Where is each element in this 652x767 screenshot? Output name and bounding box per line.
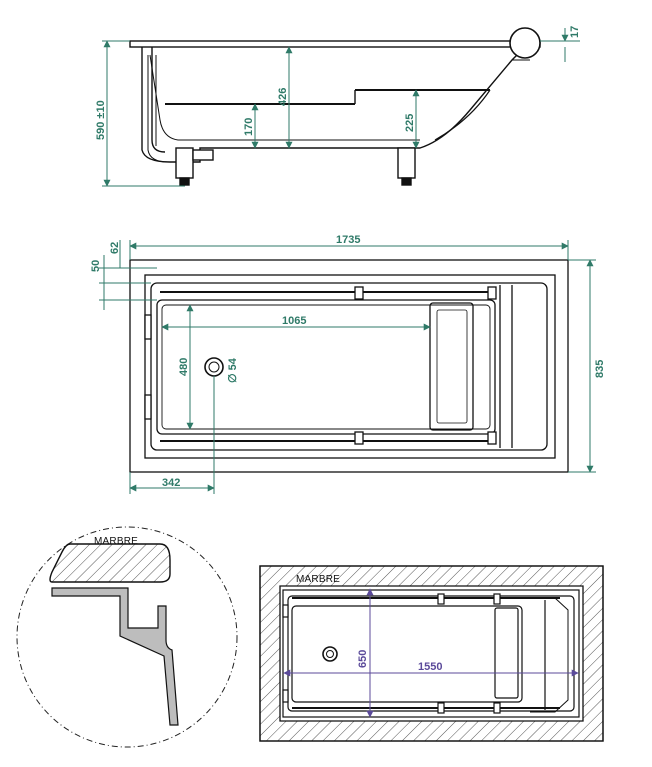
side-view-dimensions [102, 28, 580, 187]
top-view [129, 259, 569, 473]
installed-material-label: MARBRE [296, 574, 340, 585]
installed-frame [259, 565, 604, 742]
top-view-dimensions [99, 240, 596, 494]
dim-length-label: 1735 [336, 234, 360, 246]
dim-inner-width-label: 480 [178, 358, 190, 376]
detail-tub-profile [51, 587, 179, 726]
dim-drain-offset-label: 342 [162, 477, 180, 489]
dim-rim-offset-b-label: 50 [90, 260, 102, 272]
dim-seat-low-label: 170 [243, 118, 255, 136]
detail-marble-slab [49, 543, 171, 583]
dim-inner-length-label: 1065 [282, 315, 306, 327]
side-foot-left [175, 147, 194, 179]
installed-width-label: 650 [357, 650, 369, 668]
side-tub-body [141, 46, 526, 163]
side-rim [129, 40, 541, 48]
dim-rim-offset-a-label: 62 [109, 242, 121, 254]
dim-depth-label: 426 [277, 88, 289, 106]
dim-seat-high-label: 225 [404, 114, 416, 132]
side-handle [509, 27, 541, 59]
dim-rim-label: 17 [569, 26, 581, 38]
side-view [129, 27, 541, 186]
side-foot-right [397, 147, 416, 179]
detail-view [16, 526, 238, 748]
installed-length-label: 1550 [418, 661, 442, 673]
dim-drain-diameter-label: ∅ 54 [227, 357, 239, 383]
top-inner-basin [156, 299, 496, 435]
dim-height-label: 590 ±10 [95, 100, 107, 140]
detail-material-label: MARBRE [94, 536, 138, 547]
installed-drain [322, 646, 338, 662]
dim-width-label: 835 [594, 360, 606, 378]
installed-basin [291, 605, 523, 703]
installed-view [259, 565, 604, 742]
top-drain [204, 357, 224, 377]
top-outer-frame [129, 259, 569, 473]
